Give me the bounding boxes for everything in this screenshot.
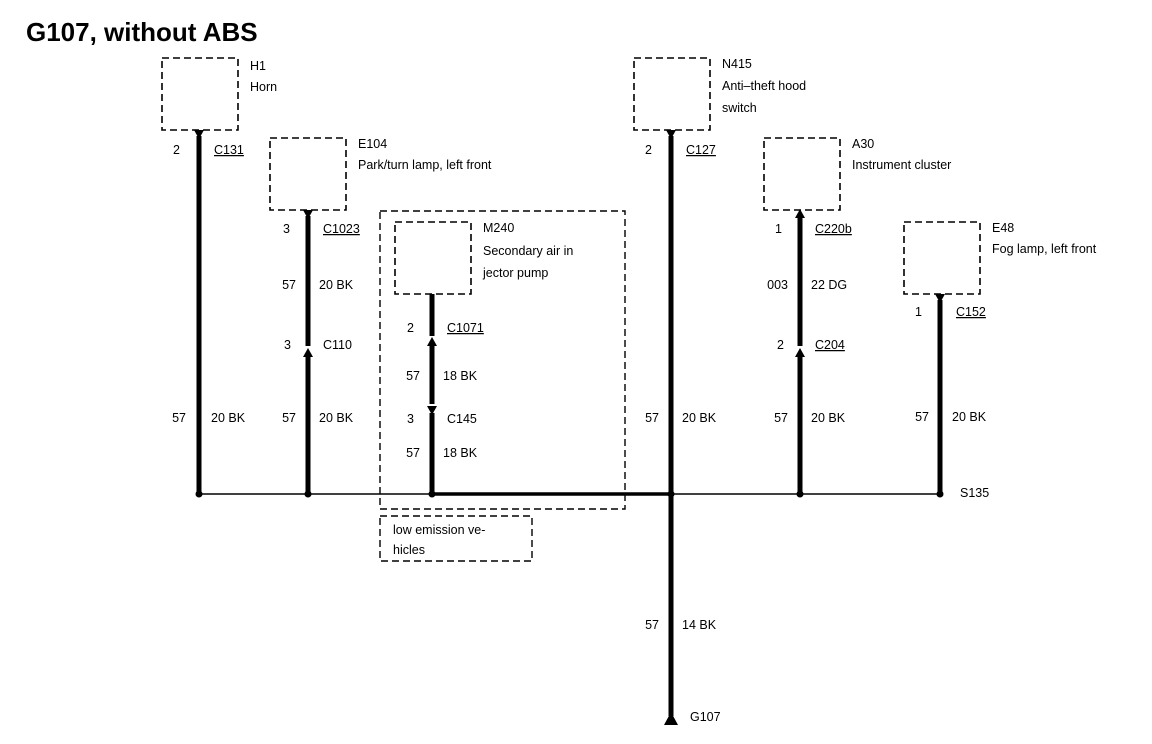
c1023-label: C1023 [323,222,360,236]
c204-mark [795,348,805,357]
cluster-lower-circuit: 57 [774,411,788,425]
park-upper-circuit: 57 [282,278,296,292]
c152-pin: 1 [915,305,922,319]
low-emission-note-line2: hicles [393,543,425,557]
ground-label: G107 [690,710,721,724]
low-emission-region [379,210,626,510]
c204-label: C204 [815,338,845,352]
c1071-pin: 2 [407,321,414,335]
fog-wire-circuit: 57 [915,410,929,424]
horn-wire-circuit: 57 [172,411,186,425]
instrument-cluster-box [763,137,841,211]
c127-pin: 2 [645,143,652,157]
c145-mark [427,406,437,415]
cluster-lower-gauge: 20 BK [811,411,846,425]
pump-lower-gauge: 18 BK [443,446,478,460]
hood-wire-circuit: 57 [645,411,659,425]
park-lamp-connector-mark [303,210,313,219]
c131-pin: 2 [173,143,180,157]
park-lamp-id: E104 [358,137,387,151]
fog-wire-gauge: 20 BK [952,410,987,424]
page-title: G107, without ABS [26,17,258,47]
splice-dot [667,490,675,498]
splice-dot [936,490,944,498]
c145-pin: 3 [407,412,414,426]
hood-switch-name-line1: Anti–theft hood [722,79,806,93]
c131-label: C131 [214,143,244,157]
splice-dot [304,490,312,498]
cluster-upper-circuit: 003 [767,278,788,292]
horn-id: H1 [250,59,266,73]
c110-label: C110 [323,338,352,352]
cluster-name: Instrument cluster [852,158,951,172]
low-emission-note-line1: low emission ve- [393,523,485,537]
c110-mark [303,348,313,357]
hood-switch-name-line2: switch [722,101,757,115]
pump-lower-circuit: 57 [406,446,420,460]
horn-wire-gauge: 20 BK [211,411,246,425]
splice-label: S135 [960,486,989,500]
pump-name-line2: jector pump [482,266,548,280]
splice-dot [796,490,804,498]
pump-id: M240 [483,221,514,235]
hood-switch-id: N415 [722,57,752,71]
ground-wire-circuit: 57 [645,618,659,632]
cluster-upper-gauge: 22 DG [811,278,847,292]
c1071-label: C1071 [447,321,484,335]
horn-name: Horn [250,80,277,94]
splice-dot [428,490,436,498]
pump-upper-circuit: 57 [406,369,420,383]
c1023-pin: 3 [283,222,290,236]
c204-pin: 2 [777,338,784,352]
c220b-mark [795,209,805,218]
c220b-pin: 1 [775,222,782,236]
fog-lamp-id: E48 [992,221,1014,235]
air-pump-box [394,221,472,295]
pump-upper-gauge: 18 BK [443,369,478,383]
park-turn-lamp-box [269,137,347,211]
fog-connector-mark [935,294,945,303]
cluster-id: A30 [852,137,874,151]
ground-wire-gauge: 14 BK [682,618,717,632]
horn-box [161,57,239,131]
ground-terminal [664,712,678,725]
park-upper-gauge: 20 BK [319,278,354,292]
fog-lamp-name: Fog lamp, left front [992,242,1097,256]
splice-dot [195,490,203,498]
c220b-label: C220b [815,222,852,236]
horn-connector-mark [194,130,204,139]
c1071-mark [427,337,437,346]
fog-lamp-box [903,221,981,295]
park-lower-gauge: 20 BK [319,411,354,425]
park-lamp-name: Park/turn lamp, left front [358,158,492,172]
park-lower-circuit: 57 [282,411,296,425]
c152-label: C152 [956,305,986,319]
pump-name-line1: Secondary air in [483,244,573,258]
hood-connector-mark [666,130,676,139]
hood-wire-gauge: 20 BK [682,411,717,425]
hood-switch-box [633,57,711,131]
c127-label: C127 [686,143,716,157]
c145-label: C145 [447,412,477,426]
c110-pin: 3 [284,338,291,352]
